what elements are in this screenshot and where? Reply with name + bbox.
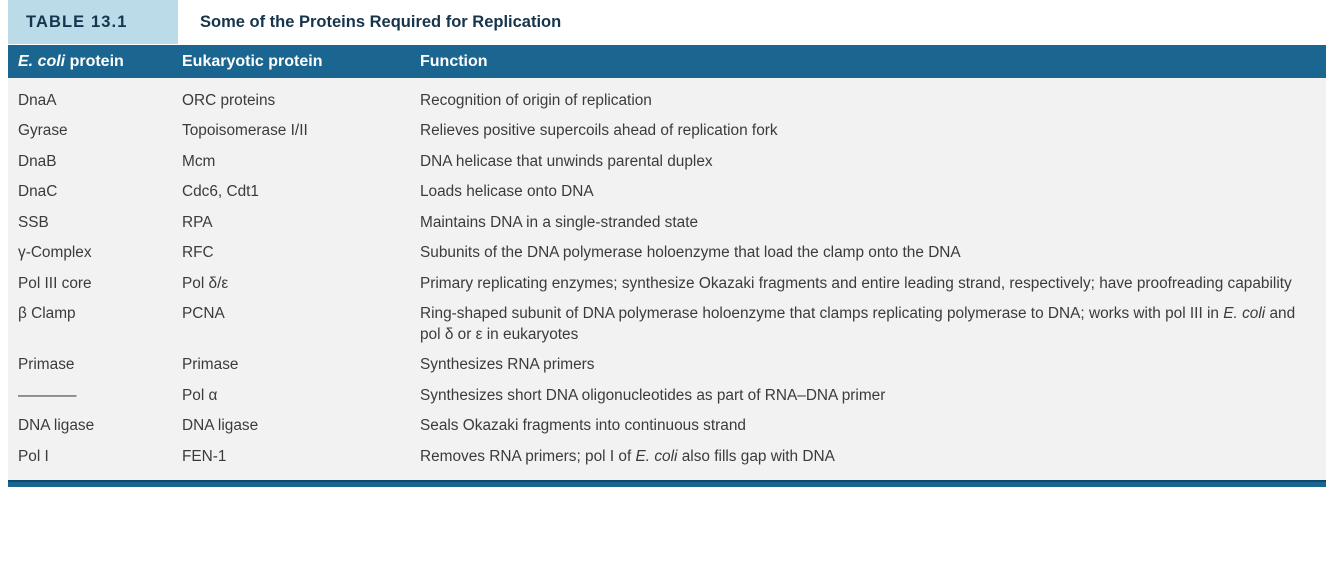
- table-number-label: TABLE 13.1: [26, 12, 128, 31]
- cell-eukaryotic-protein: Mcm: [182, 152, 216, 170]
- function-species-italic: E. coli: [1223, 305, 1266, 323]
- table-title: Some of the Proteins Required for Replic…: [200, 12, 562, 31]
- table-body: DnaA ORC proteins Recognition of origin …: [8, 78, 1326, 481]
- table-row: Primase Primase Synthesizes RNA primers: [8, 350, 1326, 380]
- cell-ecoli-protein: DnaC: [18, 183, 58, 201]
- cell-function: Ring-shaped subunit of DNA polymerase ho…: [420, 304, 1326, 345]
- cell-function: Recognition of origin of replication: [420, 92, 652, 109]
- column-header-ecoli-italic: E. coli: [18, 52, 66, 70]
- cell-ecoli-protein: DnaA: [18, 92, 57, 109]
- table-row: β Clamp PCNA Ring-shaped subunit of DNA …: [8, 299, 1326, 350]
- cell-function: Subunits of the DNA polymerase holoenzym…: [420, 244, 961, 262]
- function-text-part2: also fills gap with DNA: [677, 447, 835, 465]
- table-number-badge: TABLE 13.1: [8, 0, 178, 44]
- function-text-part1: Ring-shaped subunit of DNA polymerase ho…: [420, 305, 1224, 323]
- cell-function: Maintains DNA in a single-stranded state: [420, 213, 699, 231]
- cell-ecoli-protein: ————: [18, 386, 77, 404]
- cell-ecoli-protein: Primase: [18, 356, 75, 374]
- table-header-row: E. coli protein Eukaryotic protein Funct…: [8, 44, 1326, 78]
- column-header-ecoli-suffix: protein: [65, 52, 124, 70]
- replication-proteins-table: TABLE 13.1 Some of the Proteins Required…: [8, 0, 1326, 488]
- function-text-part1: Removes RNA primers; pol I of: [420, 447, 636, 465]
- cell-eukaryotic-protein: DNA ligase: [182, 417, 259, 435]
- cell-eukaryotic-protein: ORC proteins: [182, 92, 276, 109]
- cell-function: Primary replicating enzymes; synthesize …: [420, 274, 1292, 292]
- table-row: SSB RPA Maintains DNA in a single-strand…: [8, 208, 1326, 238]
- table-row: γ-Complex RFC Subunits of the DNA polyme…: [8, 238, 1326, 268]
- function-species-italic: E. coli: [635, 447, 678, 465]
- cell-ecoli-protein: Gyrase: [18, 122, 68, 140]
- cell-ecoli-protein: Pol I: [18, 447, 49, 465]
- table-row: Pol III core Pol δ/ε Primary replicating…: [8, 269, 1326, 299]
- cell-function: DNA helicase that unwinds parental duple…: [420, 152, 713, 170]
- table-row: DNA ligase DNA ligase Seals Okazaki frag…: [8, 411, 1326, 441]
- cell-eukaryotic-protein: Cdc6, Cdt1: [182, 183, 259, 201]
- cell-ecoli-protein: SSB: [18, 213, 49, 231]
- cell-function: Removes RNA primers; pol I of E. coli al…: [420, 447, 1326, 467]
- column-header-function: Function: [420, 52, 488, 70]
- cell-function: Synthesizes RNA primers: [420, 356, 595, 374]
- table-row: DnaA ORC proteins Recognition of origin …: [8, 86, 1326, 116]
- cell-eukaryotic-protein: FEN-1: [182, 447, 227, 465]
- cell-eukaryotic-protein: Topoisomerase I/II: [182, 122, 308, 140]
- cell-eukaryotic-protein: PCNA: [182, 305, 225, 323]
- cell-ecoli-protein: β Clamp: [18, 305, 76, 323]
- cell-eukaryotic-protein: Pol δ/ε: [182, 274, 229, 292]
- cell-function: Seals Okazaki fragments into continuous …: [420, 417, 746, 435]
- function-text-part2: and pol δ or ε in eukaryotes: [420, 305, 1296, 343]
- column-header-ecoli-protein: E. coli protein: [8, 53, 182, 71]
- cell-ecoli-protein: Pol III core: [18, 274, 92, 292]
- column-header-eukaryotic-protein: Eukaryotic protein: [182, 52, 323, 70]
- table-row: DnaC Cdc6, Cdt1 Loads helicase onto DNA: [8, 177, 1326, 207]
- cell-function: Synthesizes short DNA oligonucleotides a…: [420, 386, 886, 404]
- table-row: Gyrase Topoisomerase I/II Relieves posit…: [8, 116, 1326, 146]
- table-row: Pol I FEN-1 Removes RNA primers; pol I o…: [8, 442, 1326, 472]
- cell-function: Loads helicase onto DNA: [420, 183, 594, 201]
- cell-eukaryotic-protein: RPA: [182, 213, 213, 231]
- cell-ecoli-protein: DNA ligase: [18, 417, 95, 435]
- cell-ecoli-protein: DnaB: [18, 152, 57, 170]
- table-row: DnaB Mcm DNA helicase that unwinds paren…: [8, 147, 1326, 177]
- cell-function: Relieves positive supercoils ahead of re…: [420, 122, 778, 140]
- cell-eukaryotic-protein: RFC: [182, 244, 214, 262]
- cell-eukaryotic-protein: Primase: [182, 356, 239, 374]
- table-title-cell: Some of the Proteins Required for Replic…: [178, 0, 1326, 44]
- table-bottom-rule: [8, 480, 1326, 488]
- cell-eukaryotic-protein: Pol α: [182, 386, 218, 404]
- table-caption-band: TABLE 13.1 Some of the Proteins Required…: [8, 0, 1326, 44]
- table-row: ———— Pol α Synthesizes short DNA oligonu…: [8, 381, 1326, 411]
- cell-ecoli-protein: γ-Complex: [18, 244, 92, 262]
